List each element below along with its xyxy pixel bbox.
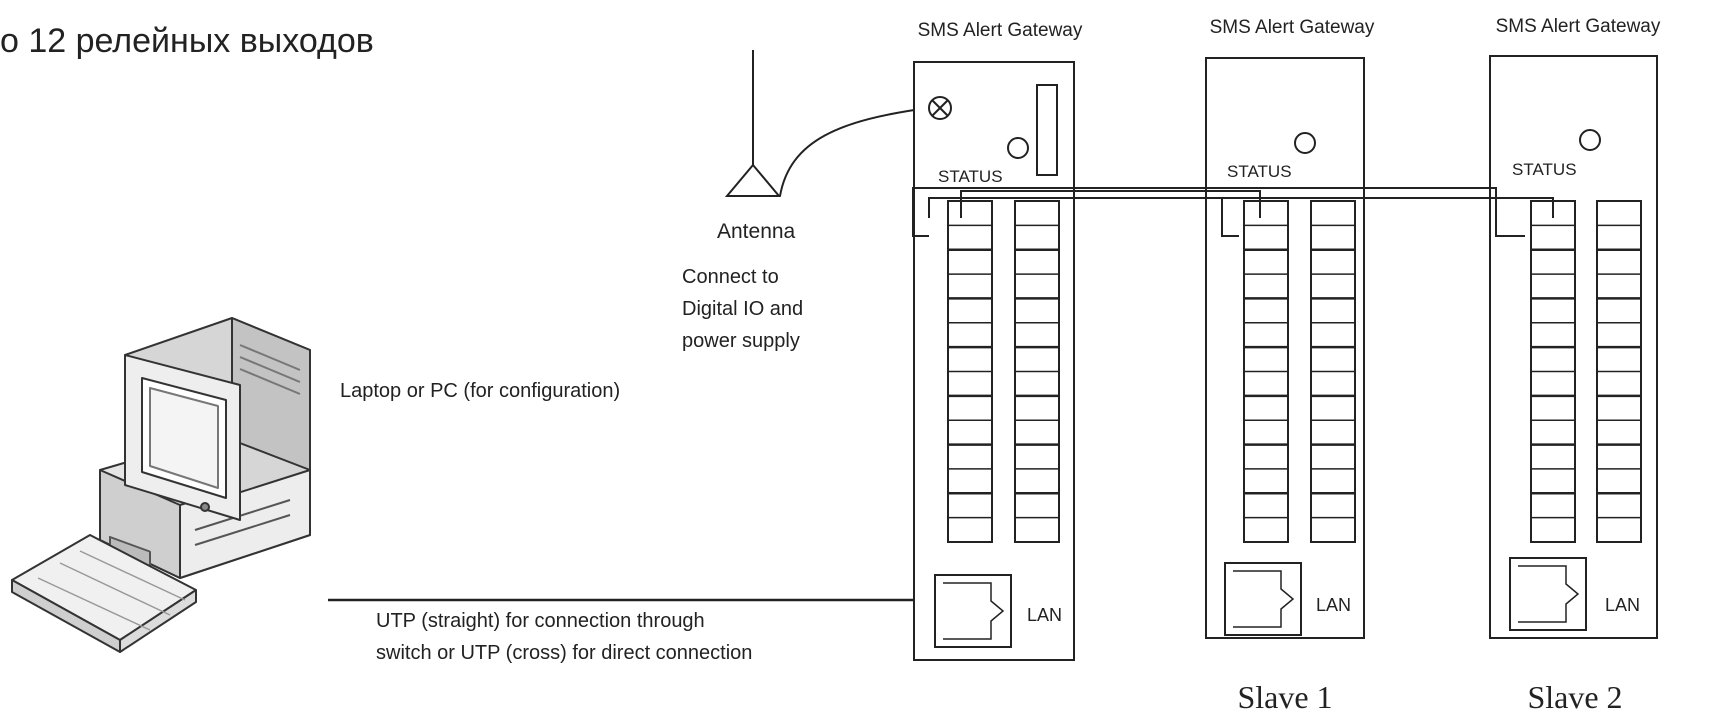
gateway-title: SMS Alert Gateway	[1210, 17, 1375, 38]
status-label: STATUS	[1512, 160, 1577, 179]
terminal-block-1	[1530, 200, 1576, 543]
connect-note-line-3: power supply	[682, 330, 800, 352]
lan-label: LAN	[1027, 605, 1062, 625]
relay-wiring	[912, 187, 1554, 237]
terminal-block-1	[1243, 200, 1289, 543]
lan-port-icon	[1509, 557, 1587, 631]
computer-icon	[11, 317, 311, 653]
slave-caption: Slave 2	[1527, 679, 1622, 715]
antenna-connector-icon	[928, 96, 952, 120]
antenna	[724, 50, 929, 197]
antenna-label: Antenna	[717, 220, 796, 243]
utp-note-line-1: UTP (straight) for connection through	[376, 610, 705, 632]
status-led-icon	[1579, 129, 1601, 151]
diagram-heading: о 12 релейных выходов	[0, 22, 374, 60]
gateway-title: SMS Alert Gateway	[1496, 16, 1661, 37]
pc-label: Laptop or PC (for configuration)	[340, 380, 620, 402]
lan-label: LAN	[1316, 595, 1351, 615]
status-label: STATUS	[938, 167, 1003, 186]
gateway-title: SMS Alert Gateway	[918, 20, 1083, 41]
terminal-block-2	[1596, 200, 1642, 543]
lan-port-icon	[934, 574, 1012, 648]
sim-slot	[1036, 84, 1058, 176]
lan-label: LAN	[1605, 595, 1640, 615]
connect-note-line-1: Connect to	[682, 266, 779, 288]
status-label: STATUS	[1227, 162, 1292, 181]
slave-caption: Slave 1	[1237, 679, 1332, 715]
lan-port-icon	[1224, 562, 1302, 636]
status-led-icon	[1294, 132, 1316, 154]
status-led-icon	[1007, 137, 1029, 159]
terminal-block-2	[1014, 200, 1060, 543]
connect-note-line-2: Digital IO and	[682, 298, 803, 320]
utp-note-line-2: switch or UTP (cross) for direct connect…	[376, 642, 752, 664]
terminal-block-2	[1310, 200, 1356, 543]
terminal-block-1	[947, 200, 993, 543]
